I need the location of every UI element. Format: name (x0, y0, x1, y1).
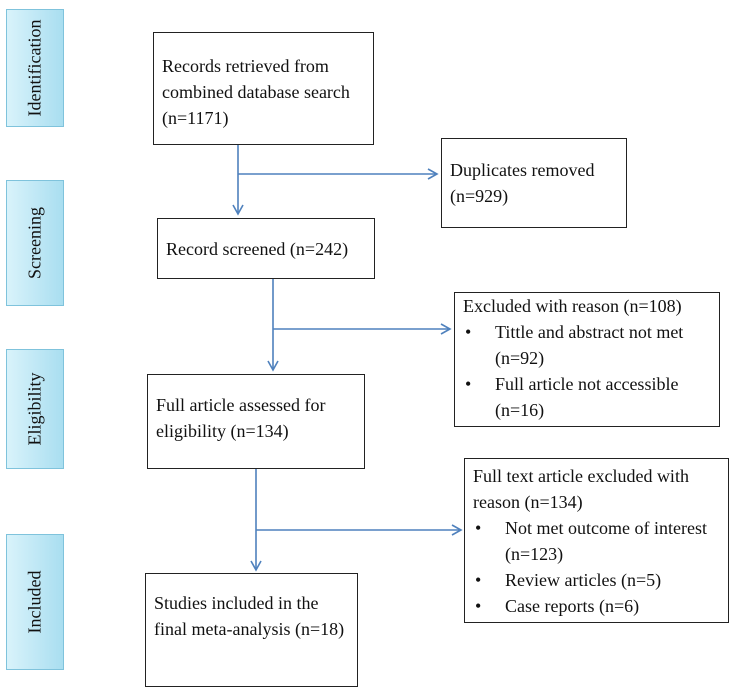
duplicates-removed-box: Duplicates removed (n=929) (441, 138, 627, 228)
excluded-item: Tittle and abstract not met (n=92) (455, 319, 719, 371)
records-retrieved-box: Records retrieved from combined database… (153, 32, 374, 145)
full-text-excluded-item: Review articles (n=5) (465, 567, 728, 593)
studies-included-text: Studies included in the final meta-analy… (154, 593, 345, 639)
duplicates-removed-text: Duplicates removed (n=929) (450, 160, 595, 206)
stage-screening: Screening (6, 180, 64, 306)
studies-included-box: Studies included in the final meta-analy… (145, 573, 358, 687)
full-article-assessed-box: Full article assessed for eligibility (n… (147, 374, 365, 469)
full-text-excluded-list: Not met outcome of interest (n=123) Revi… (465, 515, 728, 619)
full-article-assessed-text: Full article assessed for eligibility (n… (156, 395, 326, 441)
full-text-excluded-item: Not met outcome of interest (n=123) (465, 515, 728, 567)
records-retrieved-text: Records retrieved from combined database… (162, 56, 350, 128)
excluded-item: Full article not accessible (n=16) (455, 371, 719, 423)
stage-identification: Identification (6, 9, 64, 127)
excluded-reason-title: Excluded with reason (n=108) (463, 296, 682, 316)
record-screened-box: Record screened (n=242) (157, 218, 375, 279)
excluded-reason-list: Tittle and abstract not met (n=92) Full … (455, 319, 719, 423)
full-text-excluded-item: Case reports (n=6) (465, 593, 728, 619)
stage-included: Included (6, 534, 64, 670)
full-text-excluded-title: Full text article excluded with reason (… (473, 466, 689, 512)
record-screened-text: Record screened (n=242) (166, 239, 349, 259)
excluded-reason-box: Excluded with reason (n=108) Tittle and … (454, 292, 720, 427)
stage-eligibility: Eligibility (6, 349, 64, 469)
full-text-excluded-box: Full text article excluded with reason (… (464, 458, 729, 623)
